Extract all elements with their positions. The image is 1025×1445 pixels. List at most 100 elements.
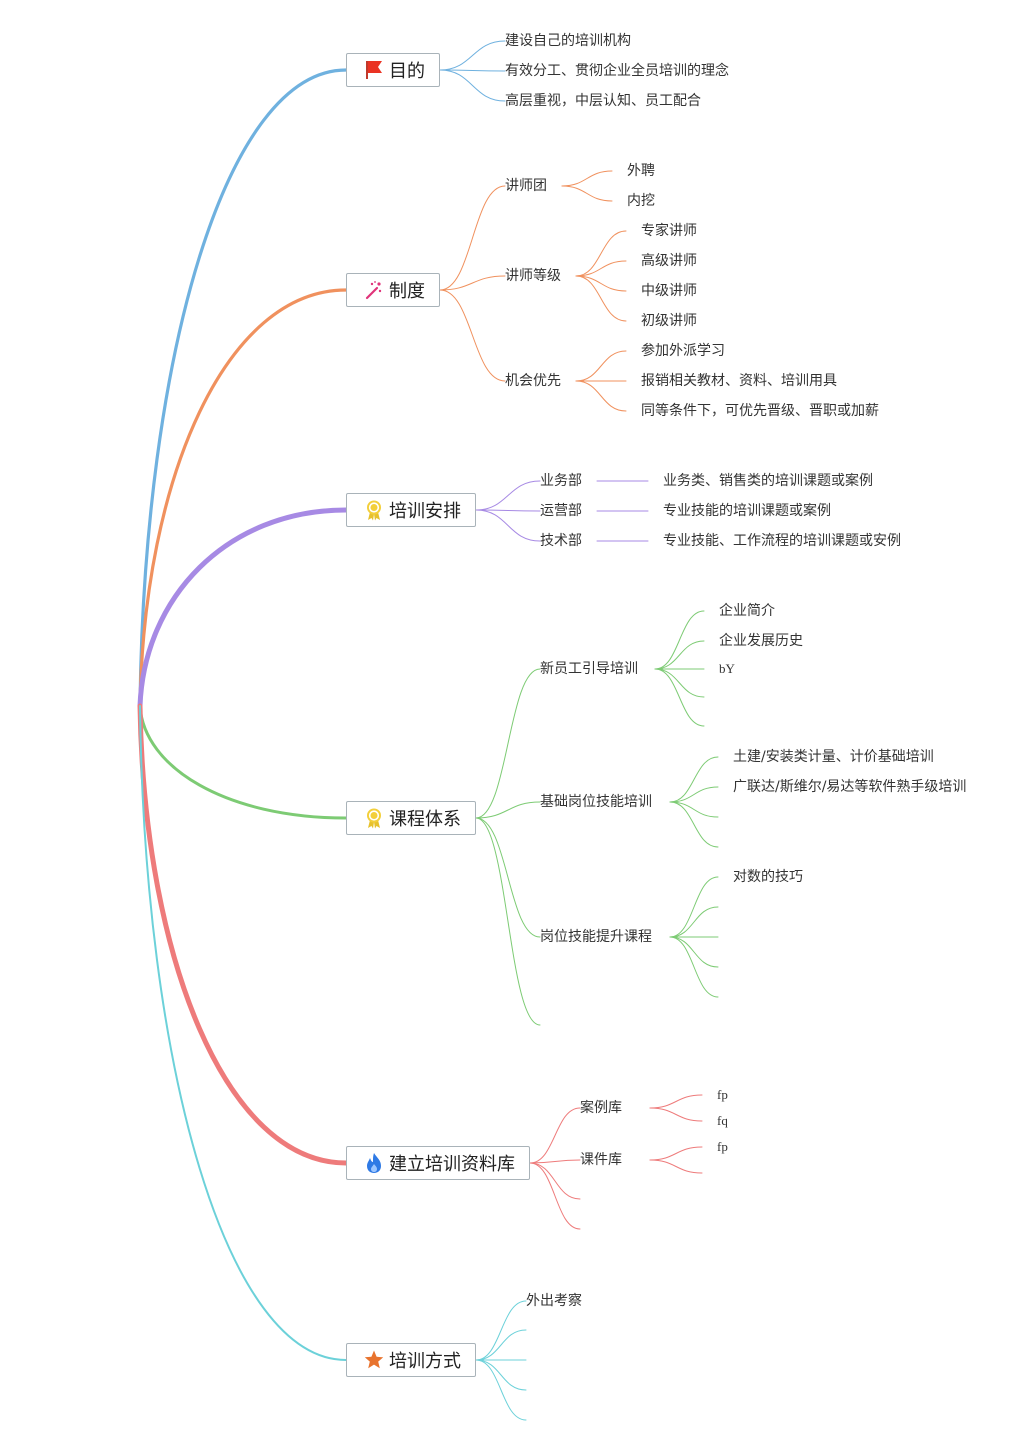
branch-topic-label: 目的: [389, 61, 425, 82]
connector-l2: [561, 170, 613, 187]
connector-l1-3-3: [475, 509, 541, 542]
leaf-topic[interactable]: 报销相关教材、资料、培训用具: [641, 373, 837, 389]
connector-l2: [669, 756, 719, 803]
connector-l2: [575, 275, 627, 292]
branch-topic-1[interactable]: 目的: [346, 53, 440, 87]
subtopic[interactable]: 技术部: [540, 533, 582, 549]
subtopic[interactable]: 机会优先: [505, 373, 561, 389]
leaf-topic[interactable]: 广联达/斯维尔/易达等软件熟手级培训: [733, 779, 967, 795]
subtopic[interactable]: 建设自己的培训机构: [505, 33, 631, 49]
connector-root-to-branch-3: [137, 507, 349, 709]
branch-topic-label: 课程体系: [389, 809, 461, 830]
connector-root-to-branch-5: [137, 703, 349, 1166]
connector-root-to-branch-2: [138, 288, 348, 708]
connector-l1-2-1: [439, 185, 506, 291]
leaf-topic[interactable]: 内挖: [627, 193, 655, 209]
connector-l2: [669, 801, 719, 818]
leaf-topic[interactable]: 企业简介: [719, 603, 775, 619]
connector-l2: [654, 610, 705, 670]
subtopic[interactable]: 讲师团: [505, 178, 547, 194]
connector-l1-6-1: [475, 1300, 527, 1361]
star-icon: [364, 1349, 384, 1371]
connector-l1-4-3: [475, 817, 541, 938]
connector-l2: [669, 876, 719, 938]
branch-topic-label: 培训安排: [389, 501, 461, 522]
leaf-topic[interactable]: 业务类、销售类的培训课题或案例: [663, 473, 873, 489]
subtopic[interactable]: 外出考察: [526, 1293, 582, 1309]
connector-l1-2-3: [439, 289, 506, 382]
connector-l2: [649, 1146, 703, 1161]
connector-l1-5-2: [529, 1159, 581, 1164]
connector-l2: [649, 1094, 703, 1109]
red-flag-icon: [364, 59, 384, 81]
magic-wand-icon: [364, 279, 384, 301]
connector-l2: [561, 185, 613, 202]
connector-root-to-branch-4: [138, 704, 348, 820]
subtopic[interactable]: 讲师等级: [505, 268, 561, 284]
connector-l2: [654, 668, 705, 698]
connector-l2: [654, 640, 705, 670]
subtopic[interactable]: 运营部: [540, 503, 582, 519]
connector-l1-5-4: [529, 1162, 581, 1230]
leaf-topic[interactable]: 同等条件下，可优先晋级、晋职或加薪: [641, 403, 879, 419]
connector-l2: [575, 260, 627, 277]
leaf-topic[interactable]: 外聘: [627, 163, 655, 179]
branch-topic-4[interactable]: 课程体系: [346, 801, 476, 835]
leaf-topic[interactable]: 参加外派学习: [641, 343, 725, 359]
branch-topic-6[interactable]: 培训方式: [346, 1343, 476, 1377]
subtopic[interactable]: 基础岗位技能培训: [540, 794, 652, 810]
connector-l1-3-2: [475, 509, 541, 512]
leaf-topic[interactable]: 对数的技巧: [733, 869, 803, 885]
subtopic[interactable]: 岗位技能提升课程: [540, 929, 652, 945]
subtopic[interactable]: 业务部: [540, 473, 582, 489]
connector-l1-4-1: [475, 668, 541, 819]
connector-l2: [649, 1159, 703, 1174]
leaf-topic[interactable]: 土建/安装类计量、计价基础培训: [733, 749, 934, 765]
leaf-topic[interactable]: fp: [717, 1087, 728, 1102]
leaf-topic[interactable]: 高级讲师: [641, 253, 697, 269]
leaf-topic[interactable]: 初级讲师: [641, 313, 697, 329]
subtopic[interactable]: 案例库: [580, 1100, 622, 1116]
leaf-topic[interactable]: 专家讲师: [641, 223, 697, 239]
branch-topic-label: 建立培训资料库: [389, 1154, 515, 1175]
connector-l2: [669, 906, 719, 938]
leaf-topic[interactable]: 专业技能、工作流程的培训课题或安例: [663, 533, 901, 549]
connector-l2: [669, 786, 719, 803]
connector-l1-6-2: [475, 1329, 527, 1361]
connector-root-to-branch-1: [138, 68, 348, 708]
connector-l2: [669, 801, 719, 848]
connector-l1-1-3: [439, 69, 506, 102]
flame-icon: [364, 1152, 384, 1174]
branch-topic-label: 培训方式: [389, 1351, 461, 1372]
branch-topic-label: 制度: [389, 281, 425, 302]
connector-l1-1-1: [439, 40, 506, 71]
connector-l1-1-2: [439, 69, 506, 72]
connector-l2: [654, 668, 705, 727]
connector-l2: [575, 275, 627, 322]
award-medal-icon: [364, 499, 384, 521]
branch-topic-5[interactable]: 建立培训资料库: [346, 1146, 530, 1180]
connector-l2: [575, 230, 627, 277]
leaf-topic[interactable]: 企业发展历史: [719, 633, 803, 649]
branch-topic-2[interactable]: 制度: [346, 273, 440, 307]
connector-l2: [575, 380, 627, 412]
leaf-topic[interactable]: 中级讲师: [641, 283, 697, 299]
subtopic[interactable]: 新员工引导培训: [540, 661, 638, 677]
connector-l1-6-5: [475, 1359, 527, 1421]
leaf-topic[interactable]: fp: [717, 1139, 728, 1154]
connector-l1-2-2: [439, 275, 506, 291]
leaf-topic[interactable]: 专业技能的培训课题或案例: [663, 503, 831, 519]
subtopic[interactable]: 课件库: [580, 1152, 622, 1168]
connector-l1-6-4: [475, 1359, 527, 1391]
subtopic[interactable]: 有效分工、贯彻企业全员培训的理念: [505, 63, 729, 79]
award-medal-icon: [364, 807, 384, 829]
connector-l1-5-1: [529, 1107, 581, 1164]
subtopic[interactable]: 高层重视，中层认知、员工配合: [505, 93, 701, 109]
connector-l1-4-2: [475, 801, 541, 819]
leaf-topic[interactable]: bY: [719, 661, 735, 676]
branch-topic-3[interactable]: 培训安排: [346, 493, 476, 527]
leaf-topic[interactable]: fq: [717, 1113, 728, 1128]
connector-l1-3-1: [475, 480, 541, 511]
connector-l2: [649, 1107, 703, 1122]
